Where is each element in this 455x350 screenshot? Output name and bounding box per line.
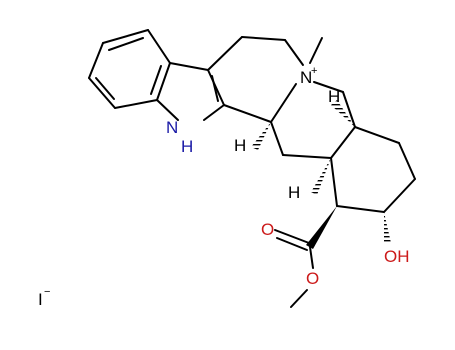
stereo-h-label-2: H [288, 183, 300, 202]
ring-c [207, 36, 304, 123]
ester-group [274, 229, 314, 308]
n-methyl [309, 37, 323, 64]
ester-oxygen-label: O [306, 269, 319, 288]
ring-d [270, 81, 356, 159]
positive-charge-label: + [311, 65, 317, 77]
benzene-ring [88, 29, 171, 109]
pyrrole-ring [156, 62, 225, 121]
hydroxyl-label: OH [384, 247, 410, 266]
indole-n-label: N [166, 118, 178, 137]
iodide-charge-label: − [44, 286, 50, 298]
stereo-h-label-3: H [328, 87, 340, 106]
ring-e [330, 126, 416, 213]
indole-nh-h-label: H [181, 137, 193, 156]
carbonyl-oxygen-label: O [261, 220, 274, 239]
stereo-h-label-1: H [234, 136, 246, 155]
iodide-label: I [38, 290, 43, 309]
stereo-wedges [251, 100, 391, 249]
quaternary-n-label: N [300, 68, 312, 87]
